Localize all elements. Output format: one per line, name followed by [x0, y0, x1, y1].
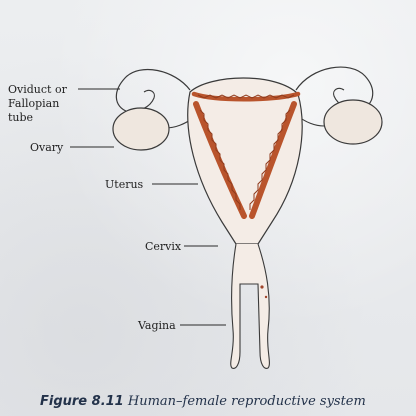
cervix-mark [260, 285, 264, 289]
figure-caption: Figure 8.11 Human–female reproductive sy… [40, 394, 366, 409]
left-ovary [112, 107, 170, 151]
left-oviduct [115, 68, 191, 113]
label-oviduct: Oviduct or Fallopian tube [8, 83, 67, 124]
figure-title: Human–female reproductive system [127, 394, 366, 409]
uterine-lining-left-serration [199, 109, 241, 210]
uterine-lining-right [249, 101, 297, 219]
uterine-lining-right-serration [249, 109, 291, 210]
vagina [230, 243, 270, 369]
right-oviduct [295, 66, 374, 111]
label-cervix: Cervix [145, 240, 182, 253]
label-ovary: Ovary [30, 141, 64, 154]
uterus-body [187, 77, 303, 245]
uterine-lining-top-serration [197, 94, 295, 99]
uterine-lining-top [191, 91, 301, 102]
figure-number: Figure 8.11 [40, 394, 124, 409]
cervix-mark-2 [264, 295, 268, 299]
label-uterus: Uterus [105, 178, 144, 191]
uterine-lining-left [193, 101, 247, 219]
label-vagina: Vagina [138, 319, 176, 332]
right-ovary [323, 99, 383, 145]
